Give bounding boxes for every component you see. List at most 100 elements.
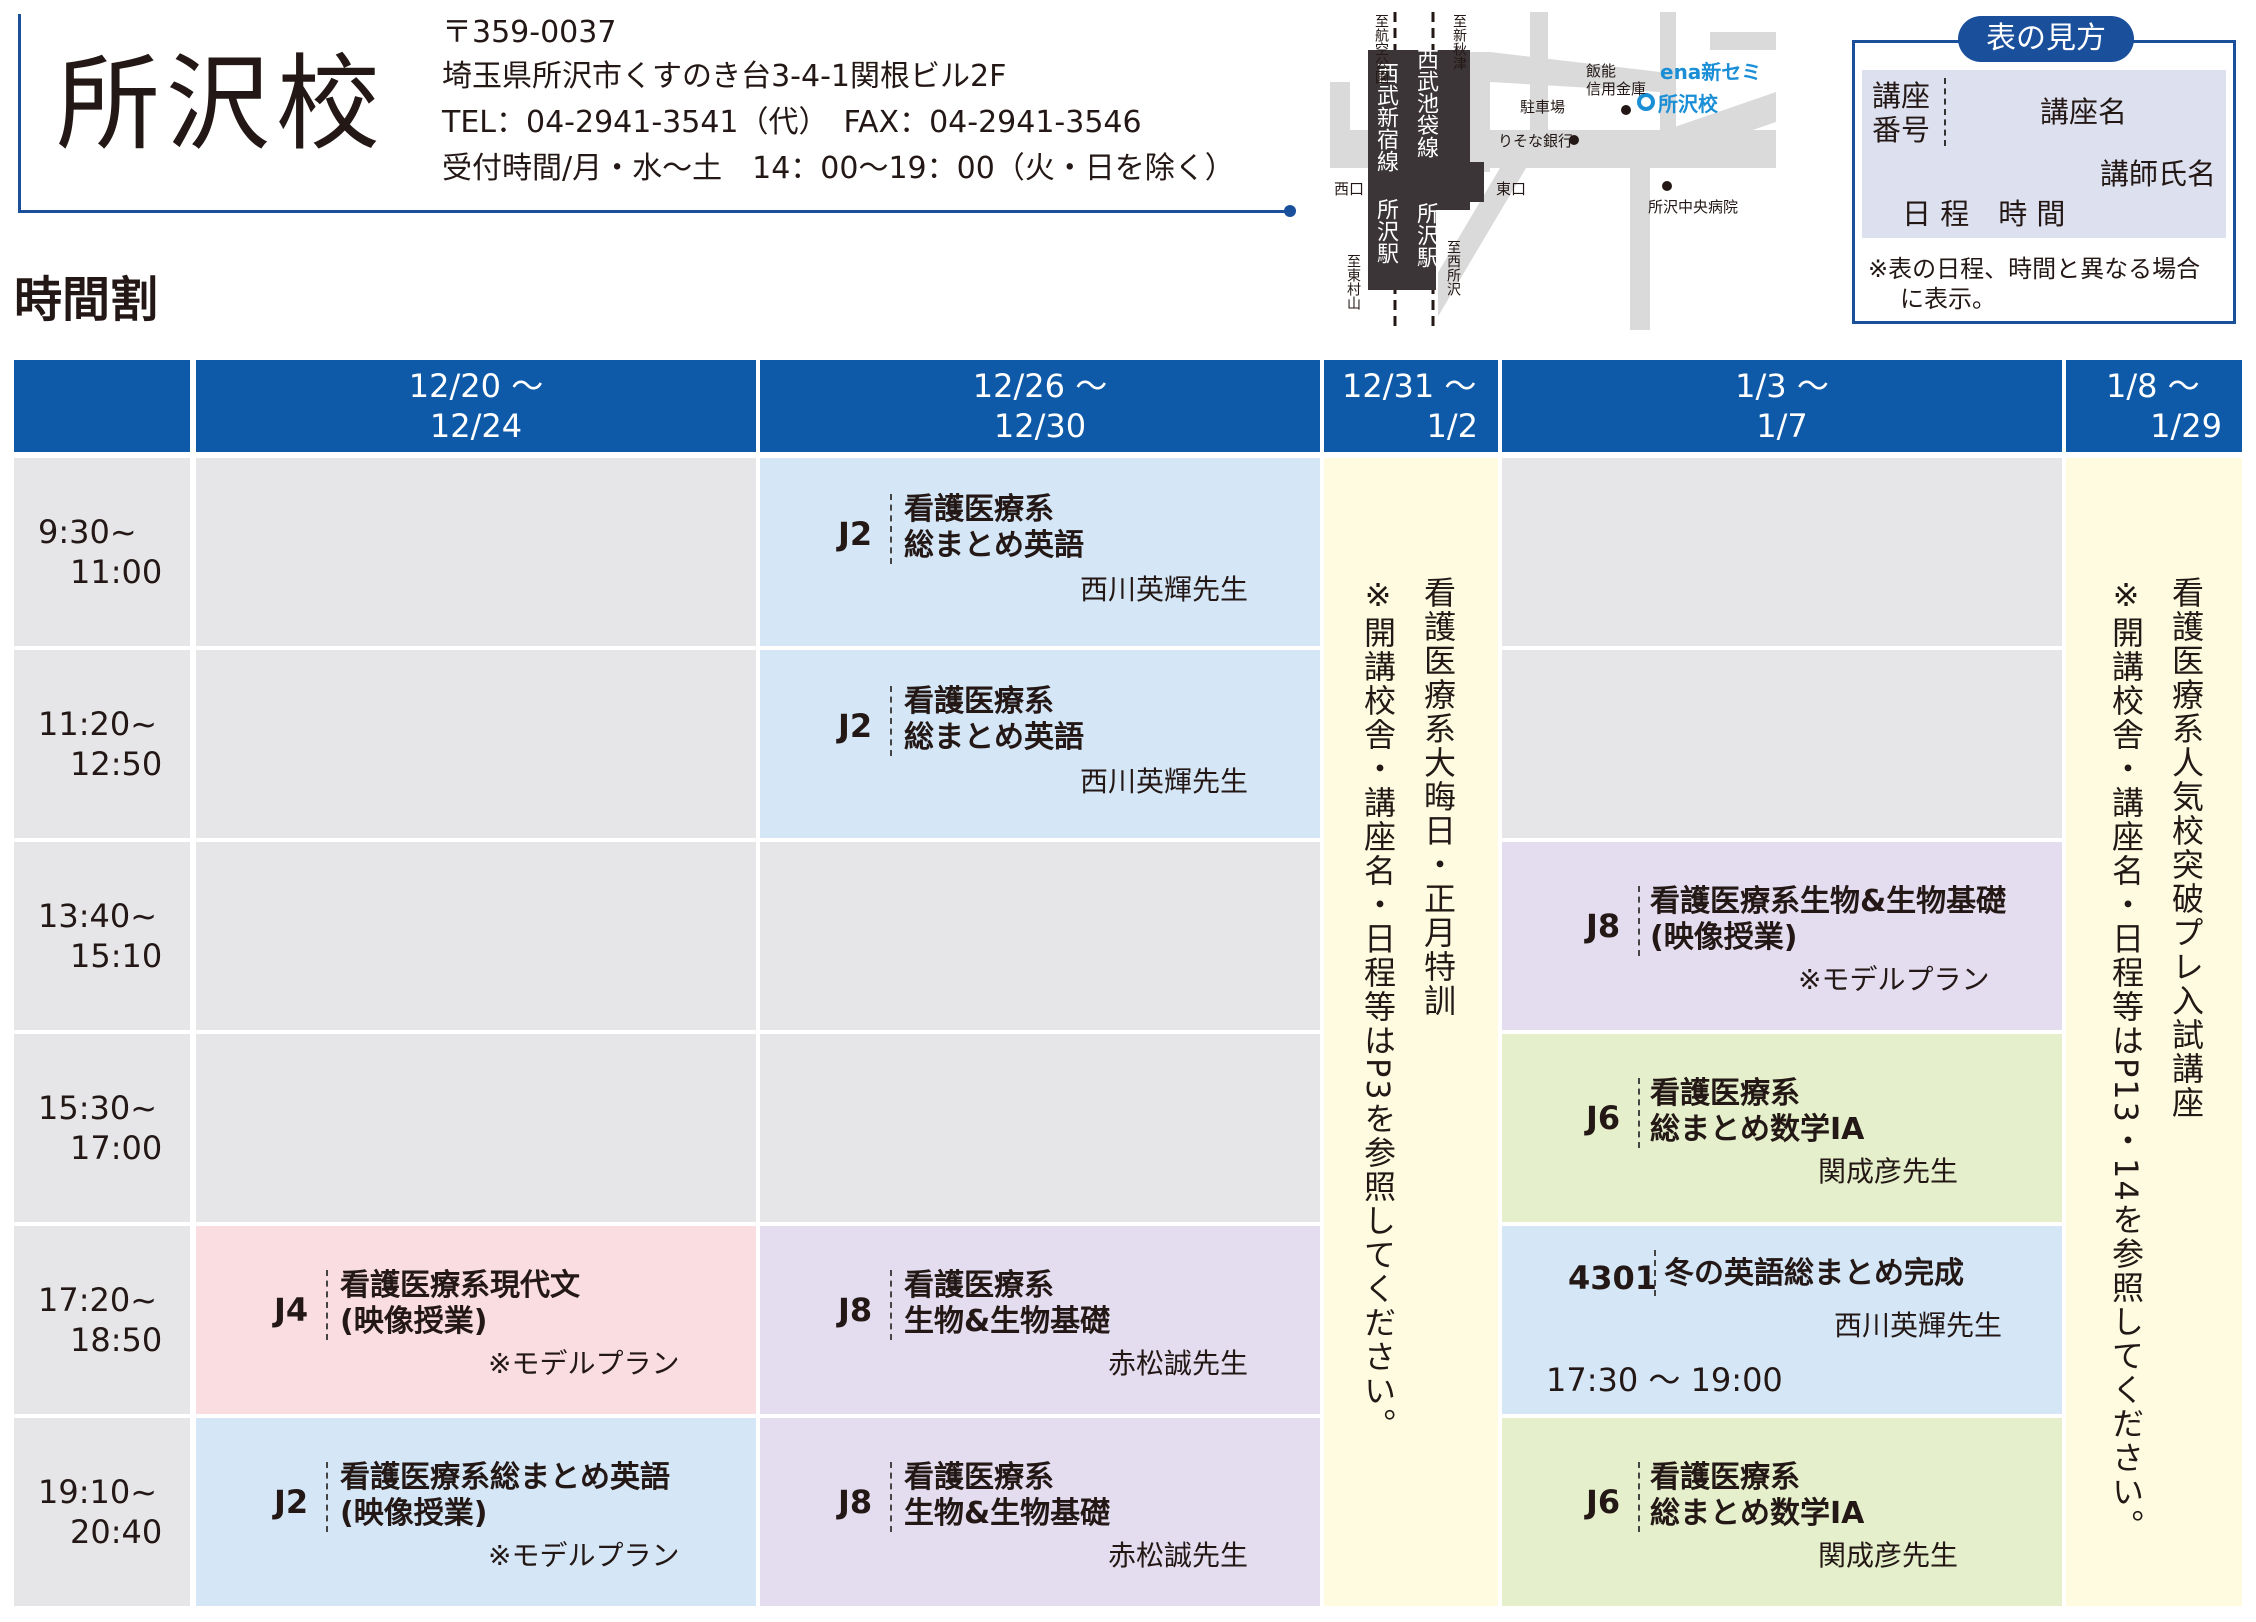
legend-teacher-name: 講師氏名 (2100, 157, 2217, 191)
legend-course-number-1: 講座 (1872, 79, 1931, 113)
course-number: J8 (838, 1291, 873, 1329)
legend-note: ※表の日程、時間と異なる場合 に表示。 (1868, 254, 2200, 314)
special-col5-note: ※開講校舎・講座名・日程等はP13・14を参照してください。 (2107, 576, 2145, 1543)
column-2-start: 12/26 ～ (972, 367, 1108, 405)
course-name-2: 総まとめ英語 (904, 528, 1084, 563)
course-number: 4301 (1568, 1259, 1658, 1297)
time-slot-1-end: 11:00 (70, 553, 163, 591)
course-name-2: 生物&生物基礎 (904, 1496, 1111, 1531)
time-slot-3-start: 13:40~ (38, 897, 158, 935)
course-teacher: 西川英輝先生 (1080, 765, 1249, 798)
course-number: J4 (274, 1291, 309, 1329)
cell-c2-r3-empty (760, 842, 1320, 1030)
column-header-5: 1/8 ～ 1/29 (2066, 360, 2242, 452)
course-number: J8 (1586, 907, 1621, 945)
cell-c2-r4-empty (760, 1034, 1320, 1222)
course-cell-c2-r5[interactable]: J8 看護医療系 生物&生物基礎 赤松誠先生 (760, 1226, 1320, 1414)
map-station-left: 所沢駅 (1373, 198, 1398, 264)
school-header-frame (18, 14, 1293, 213)
map-to-nishitokorozawa: 至西所沢 (1445, 240, 1461, 296)
map-to-higashimurayama: 至東村山 (1345, 254, 1361, 310)
course-name-2: 総まとめ数学ⅠA (1650, 1112, 1865, 1147)
address: 埼玉県所沢市くすのき台3-4-1関根ビル2F (442, 59, 1007, 94)
special-col3-title: 看護医療系大晦日・正月特訓 (1419, 576, 1457, 1018)
course-name-2: 総まとめ数学ⅠA (1650, 1496, 1865, 1531)
legend-note-line-2: に表示。 (1900, 285, 1996, 313)
course-name-1: 看護医療系 (904, 492, 1054, 527)
legend-note-line-1: ※表の日程、時間と異なる場合 (1868, 255, 2201, 283)
time-slot-5-start: 17:20~ (38, 1281, 158, 1319)
special-course-col5[interactable]: 看護医療系人気校突破プレ入試講座 ※開講校舎・講座名・日程等はP13・14を参照… (2066, 458, 2242, 1606)
special-course-col3[interactable]: 看護医療系大晦日・正月特訓 ※開講校舎・講座名・日程等はP3を参照してください。 (1324, 458, 1498, 1606)
map-east-exit: 東口 (1496, 180, 1527, 198)
course-name-1: 看護医療系生物&生物基礎 (1650, 884, 2007, 919)
postal-code: 〒359-0037 (442, 15, 617, 50)
course-number: J2 (838, 707, 873, 745)
reception-hours: 受付時間/月・水～土 14：00～19：00（火・日を除く） (442, 151, 1235, 186)
column-header-1: 12/20 ～ 12/24 (196, 360, 756, 452)
course-name-1: 看護医療系 (1650, 1076, 1800, 1111)
time-slot-2-start: 11:20~ (38, 705, 158, 743)
course-name-1: 冬の英語総まとめ完成 (1664, 1256, 1964, 1291)
course-cell-c2-r6[interactable]: J8 看護医療系 生物&生物基礎 赤松誠先生 (760, 1418, 1320, 1606)
cell-c4-r1-empty (1502, 458, 2062, 646)
course-divider (1654, 1250, 1656, 1296)
map-parking: 駐車場 (1520, 98, 1566, 116)
column-1-end: 12/24 (429, 407, 523, 445)
time-slot-4-start: 15:30~ (38, 1089, 158, 1127)
course-teacher: 西川英輝先生 (1834, 1309, 2003, 1342)
course-number: J8 (838, 1483, 873, 1521)
time-slot-3: 13:40~ 15:10 (14, 842, 190, 1030)
course-divider (890, 1462, 892, 1532)
cell-c1-r4-empty (196, 1034, 756, 1222)
cell-c1-r2-empty (196, 650, 756, 838)
time-slot-1-start: 9:30~ (38, 513, 137, 551)
course-cell-c1-r5[interactable]: J4 看護医療系現代文 (映像授業) ※モデルプラン (196, 1226, 756, 1414)
course-teacher: ※モデルプラン (488, 1347, 680, 1380)
course-cell-c1-r6[interactable]: J2 看護医療系総まとめ英語 (映像授業) ※モデルプラン (196, 1418, 756, 1606)
column-header-4: 1/3 ～ 1/7 (1502, 360, 2062, 452)
column-3-start: 12/31 ～ (1342, 367, 1477, 405)
map-resona-bank: りそな銀行 (1498, 132, 1574, 150)
legend-schedule: 日 程 時 間 (1902, 197, 2066, 231)
time-slot-6-start: 19:10~ (38, 1473, 158, 1511)
column-header-2: 12/26 ～ 12/30 (760, 360, 1320, 452)
course-teacher: 関成彦先生 (1818, 1539, 1959, 1572)
legend-tag: 表の見方 (1958, 16, 2134, 62)
column-4-end: 1/7 (1756, 407, 1808, 445)
time-slot-3-end: 15:10 (70, 937, 163, 975)
course-divider (1638, 886, 1640, 956)
course-name-1: 看護医療系総まとめ英語 (340, 1460, 670, 1495)
cell-c1-r3-empty (196, 842, 756, 1030)
course-teacher: 西川英輝先生 (1080, 573, 1249, 606)
course-name-1: 看護医療系現代文 (340, 1268, 580, 1303)
map-to-shinakitsu: 至新秋津 (1451, 14, 1467, 70)
map-ena-label-2: 所沢校 (1658, 92, 1718, 116)
cell-c1-r1-empty (196, 458, 756, 646)
map-station-right: 所沢駅 (1413, 202, 1438, 268)
course-cell-c4-r4[interactable]: J6 看護医療系 総まとめ数学ⅠA 関成彦先生 (1502, 1034, 2062, 1222)
course-divider (1638, 1462, 1640, 1532)
course-number: J6 (1586, 1483, 1621, 1521)
course-name-2: 総まとめ英語 (904, 720, 1084, 755)
time-slot-5: 17:20~ 18:50 (14, 1226, 190, 1414)
cell-c4-r2-empty (1502, 650, 2062, 838)
course-number: J2 (838, 515, 873, 553)
course-schedule: 17:30 ～ 19:00 (1546, 1361, 1783, 1399)
map-ena-label-1: ena新セミ (1660, 60, 1762, 84)
special-col3-note: ※開講校舎・講座名・日程等はP3を参照してください。 (1359, 576, 1397, 1442)
course-teacher: 赤松誠先生 (1108, 1347, 1249, 1380)
course-cell-c2-r1[interactable]: J2 看護医療系 総まとめ英語 西川英輝先生 (760, 458, 1320, 646)
column-3-end: 1/2 (1426, 407, 1479, 445)
school-name: 所沢校 (56, 43, 387, 165)
time-slot-4-end: 17:00 (70, 1129, 163, 1167)
course-teacher: 関成彦先生 (1818, 1155, 1959, 1188)
course-name-1: 看護医療系 (904, 684, 1054, 719)
course-teacher: ※モデルプラン (1798, 963, 1990, 996)
course-cell-c4-r6[interactable]: J6 看護医療系 総まとめ数学ⅠA 関成彦先生 (1502, 1418, 2062, 1606)
course-name-2: 生物&生物基礎 (904, 1304, 1111, 1339)
course-cell-c2-r2[interactable]: J2 看護医療系 総まとめ英語 西川英輝先生 (760, 650, 1320, 838)
legend-separator (1944, 78, 1946, 146)
course-cell-c4-r5[interactable]: 4301 冬の英語総まとめ完成 西川英輝先生 17:30 ～ 19:00 (1502, 1226, 2062, 1414)
course-cell-c4-r3[interactable]: J8 看護医療系生物&生物基礎 (映像授業) ※モデルプラン (1502, 842, 2062, 1030)
